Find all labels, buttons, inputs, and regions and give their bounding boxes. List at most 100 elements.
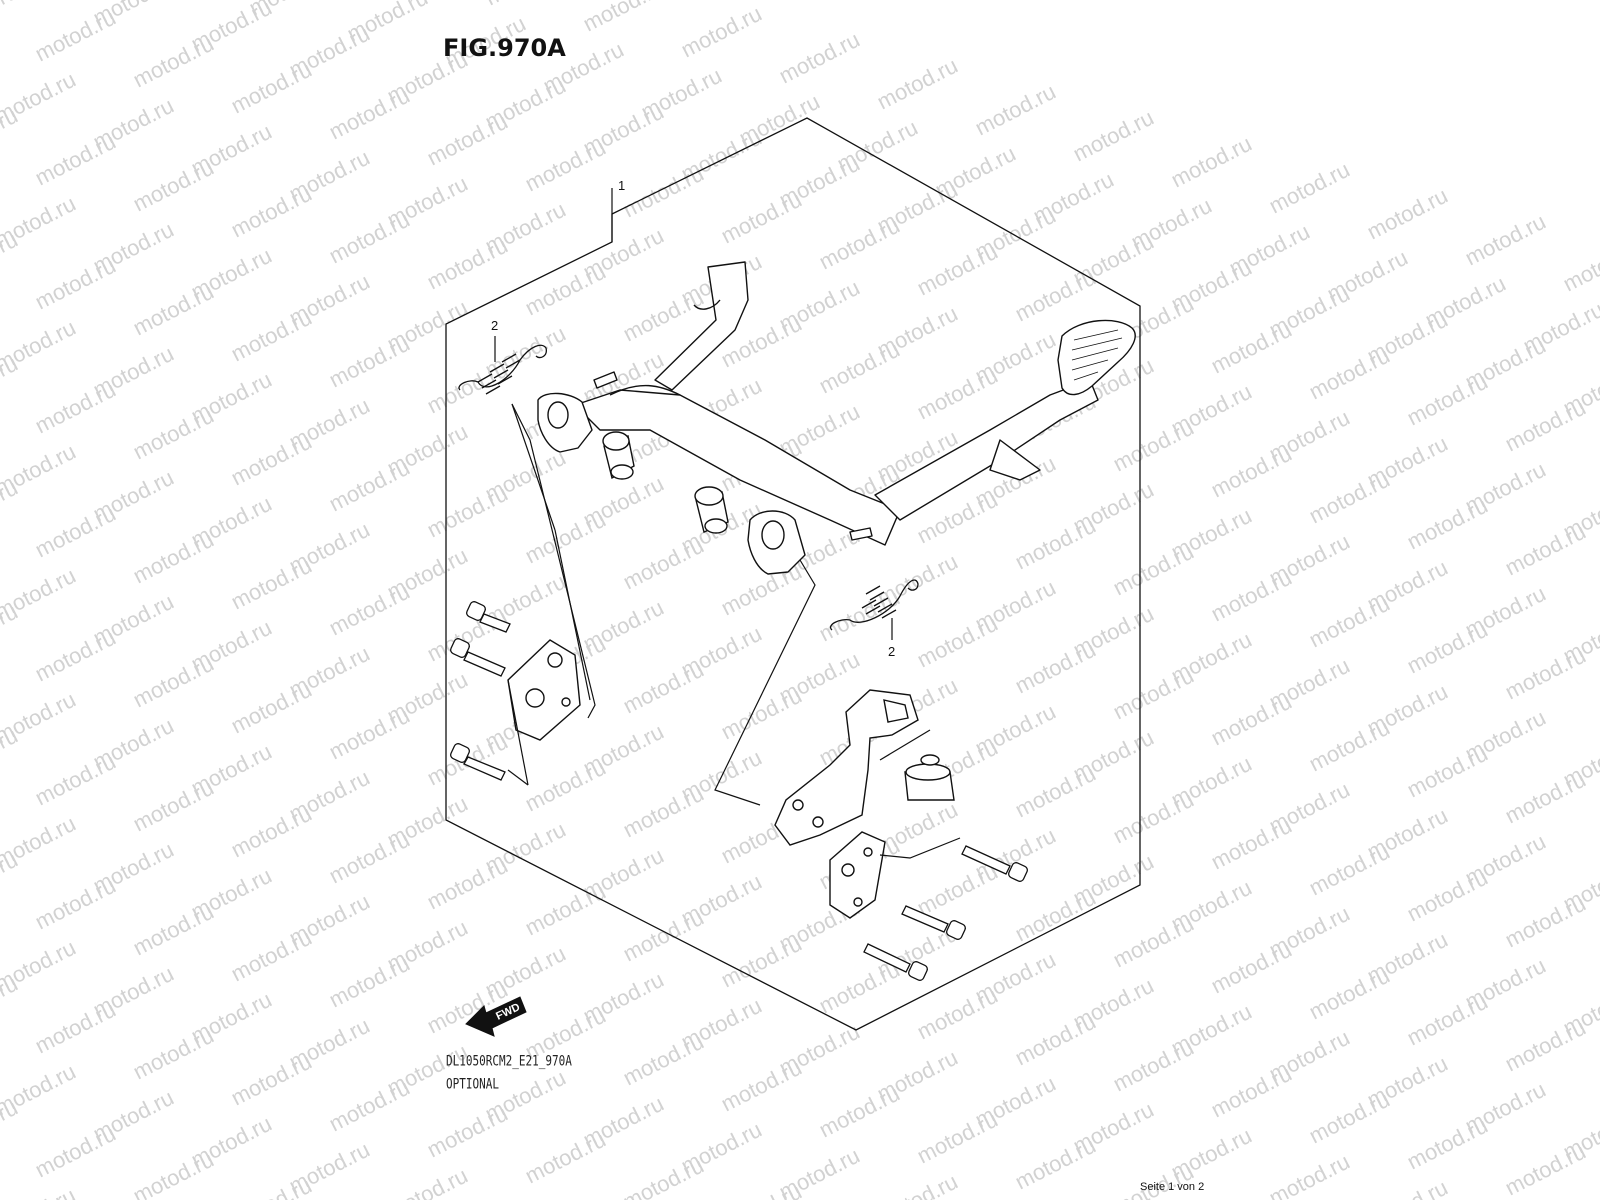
bolt-left-3: [450, 743, 506, 781]
watermark-text: motod.ru: [1011, 637, 1100, 699]
right-mounting-plate: [829, 831, 886, 919]
page-number: Seite 1 von 2: [1140, 1181, 1205, 1193]
bushing-right: [694, 486, 729, 534]
watermark-text: motod.ru: [1011, 1133, 1100, 1195]
watermark-text: motod.ru: [1207, 813, 1296, 875]
watermark-text: motod.ru: [717, 1055, 806, 1117]
watermark-text: motod.ru: [325, 331, 414, 393]
watermark-text: motod.ru: [521, 879, 610, 941]
watermark-text: motod.ru: [31, 997, 120, 1059]
watermark-text: motod.ru: [913, 1107, 1002, 1169]
watermark-text: motod.ru: [423, 109, 512, 171]
watermark-text: motod.ru: [619, 657, 708, 719]
watermark-text: motod.ru: [325, 455, 414, 517]
watermark-text: motod.ru: [31, 873, 120, 935]
watermark-text: motod.ru: [717, 1179, 806, 1200]
watermark-text: motod.ru: [913, 239, 1002, 301]
bolt-right-3: [863, 943, 928, 981]
bolt-left-2: [450, 638, 506, 677]
callout-2-lower: 2: [888, 644, 895, 659]
watermark-text: motod.ru: [325, 579, 414, 641]
watermark-text: motod.ru: [1305, 839, 1394, 901]
watermark-text: motod.ru: [423, 481, 512, 543]
watermark-text: motod.ru: [31, 1121, 120, 1183]
watermark-text: motod.ru: [227, 1173, 316, 1200]
watermark-text: motod.ru: [31, 625, 120, 687]
watermark-text: motod.ru: [873, 53, 962, 115]
bolt-left-1: [466, 601, 511, 633]
watermark-text: motod.ru: [1501, 891, 1590, 953]
watermark-text: motod.ru: [423, 1101, 512, 1163]
watermark-text: motod.ru: [129, 1023, 218, 1085]
watermark-text: motod.ru: [815, 1081, 904, 1143]
watermark-text: motod.ru: [1501, 643, 1590, 705]
watermark-text: motod.ru: [1167, 131, 1256, 193]
watermark-text: motod.ru: [1109, 663, 1198, 725]
watermark-text: motod.ru: [677, 1, 766, 63]
watermark-text: motod.ru: [481, 0, 570, 10]
callout-1: 1: [618, 178, 625, 193]
watermark-text: motod.ru: [31, 749, 120, 811]
watermark-text: motod.ru: [1207, 937, 1296, 999]
watermark-text: motod.ru: [423, 853, 512, 915]
watermark-text: motod.ru: [1501, 1015, 1590, 1077]
watermark-text: motod.ru: [521, 259, 610, 321]
kit-boundary-box: [445, 117, 1141, 1031]
watermark-text: motod.ru: [325, 1075, 414, 1137]
watermark-text: motod.ru: [1109, 1159, 1198, 1200]
watermark-text: motod.ru: [1305, 715, 1394, 777]
watermark-text: motod.ru: [619, 285, 708, 347]
callout-2-upper: 2: [491, 318, 498, 333]
watermark-text: motod.ru: [1461, 209, 1550, 271]
watermark-text: motod.ru: [815, 337, 904, 399]
watermark-text: motod.ru: [1109, 415, 1198, 477]
watermark-text: motod.ru: [815, 957, 904, 1019]
watermark-text: motod.ru: [619, 1153, 708, 1200]
watermark-text: motod.ru: [1403, 1113, 1492, 1175]
watermark-text: motod.ru: [1109, 911, 1198, 973]
watermark-text: motod.ru: [0, 1183, 80, 1200]
watermark-text: motod.ru: [619, 905, 708, 967]
left-mounting-bracket: [507, 639, 581, 741]
watermark-text: motod.ru: [1109, 787, 1198, 849]
watermark-text: motod.ru: [227, 801, 316, 863]
watermark-text: motod.ru: [1011, 265, 1100, 327]
watermark-text: motod.ru: [1207, 565, 1296, 627]
watermark-text: motod.ru: [227, 925, 316, 987]
watermark-text: motod.ru: [129, 1147, 218, 1200]
right-stopper-bracket: [774, 689, 919, 846]
watermark-text: motod.ru: [1501, 767, 1590, 829]
watermark-text: motod.ru: [619, 1029, 708, 1091]
watermark-text: motod.ru: [717, 683, 806, 745]
watermark-text: motod.ru: [873, 1169, 962, 1200]
watermark-text: motod.ru: [913, 859, 1002, 921]
model-code: DL1050RCM2_E21_970A: [446, 1053, 572, 1070]
watermark-text: motod.ru: [1265, 157, 1354, 219]
watermark-text: motod.ru: [129, 527, 218, 589]
watermark-text: motod.ru: [1559, 235, 1600, 297]
watermark-text: motod.ru: [1305, 963, 1394, 1025]
watermark-text: motod.ru: [619, 781, 708, 843]
watermark-text: motod.ru: [619, 161, 708, 223]
watermark-text: motod.ru: [325, 207, 414, 269]
watermark-text: motod.ru: [1207, 441, 1296, 503]
watermark-text: motod.ru: [129, 31, 218, 93]
watermark-text: motod.ru: [1305, 591, 1394, 653]
watermark-text: motod.ru: [815, 585, 904, 647]
watermark-text: motod.ru: [579, 0, 668, 36]
watermark-text: motod.ru: [1305, 343, 1394, 405]
watermark-text: motod.ru: [1011, 513, 1100, 575]
watermark-text: motod.ru: [1207, 317, 1296, 379]
watermark-text: motod.ru: [1403, 741, 1492, 803]
watermark-text: motod.ru: [1109, 1035, 1198, 1097]
watermark-text: motod.ru: [717, 187, 806, 249]
watermark-text: motod.ru: [971, 79, 1060, 141]
spring-upper: [458, 344, 547, 395]
bushing-left: [602, 431, 635, 480]
watermark-text: motod.ru: [31, 253, 120, 315]
watermark-text: motod.ru: [1207, 689, 1296, 751]
watermark-text: motod.ru: [129, 279, 218, 341]
watermark-text: motod.ru: [129, 651, 218, 713]
spring-lower: [829, 579, 919, 631]
